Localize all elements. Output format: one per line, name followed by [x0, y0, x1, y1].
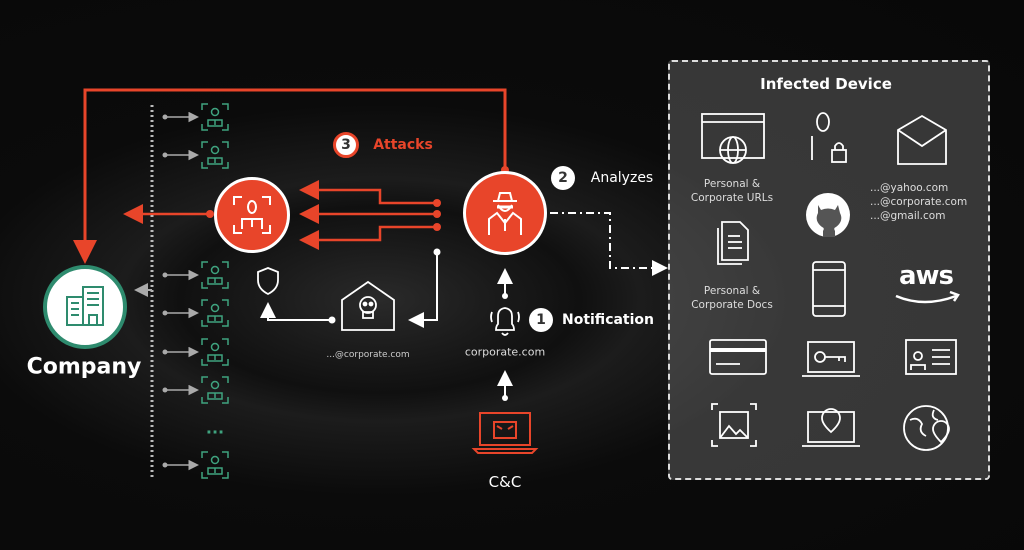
email-account: ...@corporate.com [870, 196, 968, 208]
email-account: ...@gmail.com [870, 210, 946, 222]
more-employees-ellipsis: ... [205, 418, 225, 438]
browser-globe-icon [701, 113, 765, 164]
company-label: Company [26, 354, 142, 380]
phishing-email-icon [341, 280, 395, 331]
laptop-ip-pin-icon [802, 408, 860, 447]
docs-label-line-2: Corporate Docs [691, 299, 773, 311]
company-node[interactable] [43, 265, 127, 349]
email-account: ...@yahoo.com [870, 182, 949, 194]
step-3-label: Attacks [373, 137, 433, 153]
phishing-email-address: ...@corporate.com [326, 350, 410, 360]
github-icon [806, 193, 850, 237]
docs-label-line-1: Personal & [703, 285, 761, 297]
smartphone-icon [812, 261, 846, 317]
step-2-label: Analyzes [590, 170, 654, 186]
aws-logo [895, 290, 960, 304]
infected-device-title: Infected Device [760, 75, 892, 93]
bell-icon [490, 307, 520, 336]
urls-label-line-1: Personal & [703, 178, 761, 190]
globe-pin-icon [903, 405, 950, 451]
step-3-badge: 3 [333, 132, 359, 158]
cnc-label: C&C [488, 473, 522, 491]
laptop-key-icon [802, 341, 860, 377]
envelope-icon [897, 114, 947, 165]
image-icon [711, 403, 757, 447]
step-1-label: Notification [561, 312, 655, 328]
urls-label-line-2: Corporate URLs [690, 192, 774, 204]
credit-card-icon [709, 339, 767, 375]
cnc-laptop-icon [471, 412, 539, 454]
documents-icon [717, 221, 749, 265]
hacker-icon [488, 192, 522, 235]
notification-domain: corporate.com [464, 345, 546, 359]
id-card-icon [905, 339, 957, 375]
aws-logo-text: aws [898, 261, 954, 291]
attacker-node[interactable] [463, 171, 547, 255]
employee-icon [233, 196, 271, 234]
email-accounts-list: ...@yahoo.com ...@corporate.com ...@gmai… [870, 181, 967, 223]
building-icon [66, 286, 104, 326]
step-2-badge: 2 [551, 166, 575, 190]
user-lock-icon [811, 112, 847, 163]
compromised-employee-node[interactable] [214, 177, 290, 253]
shield-icon [257, 267, 279, 296]
step-1-badge: 1 [529, 308, 553, 332]
